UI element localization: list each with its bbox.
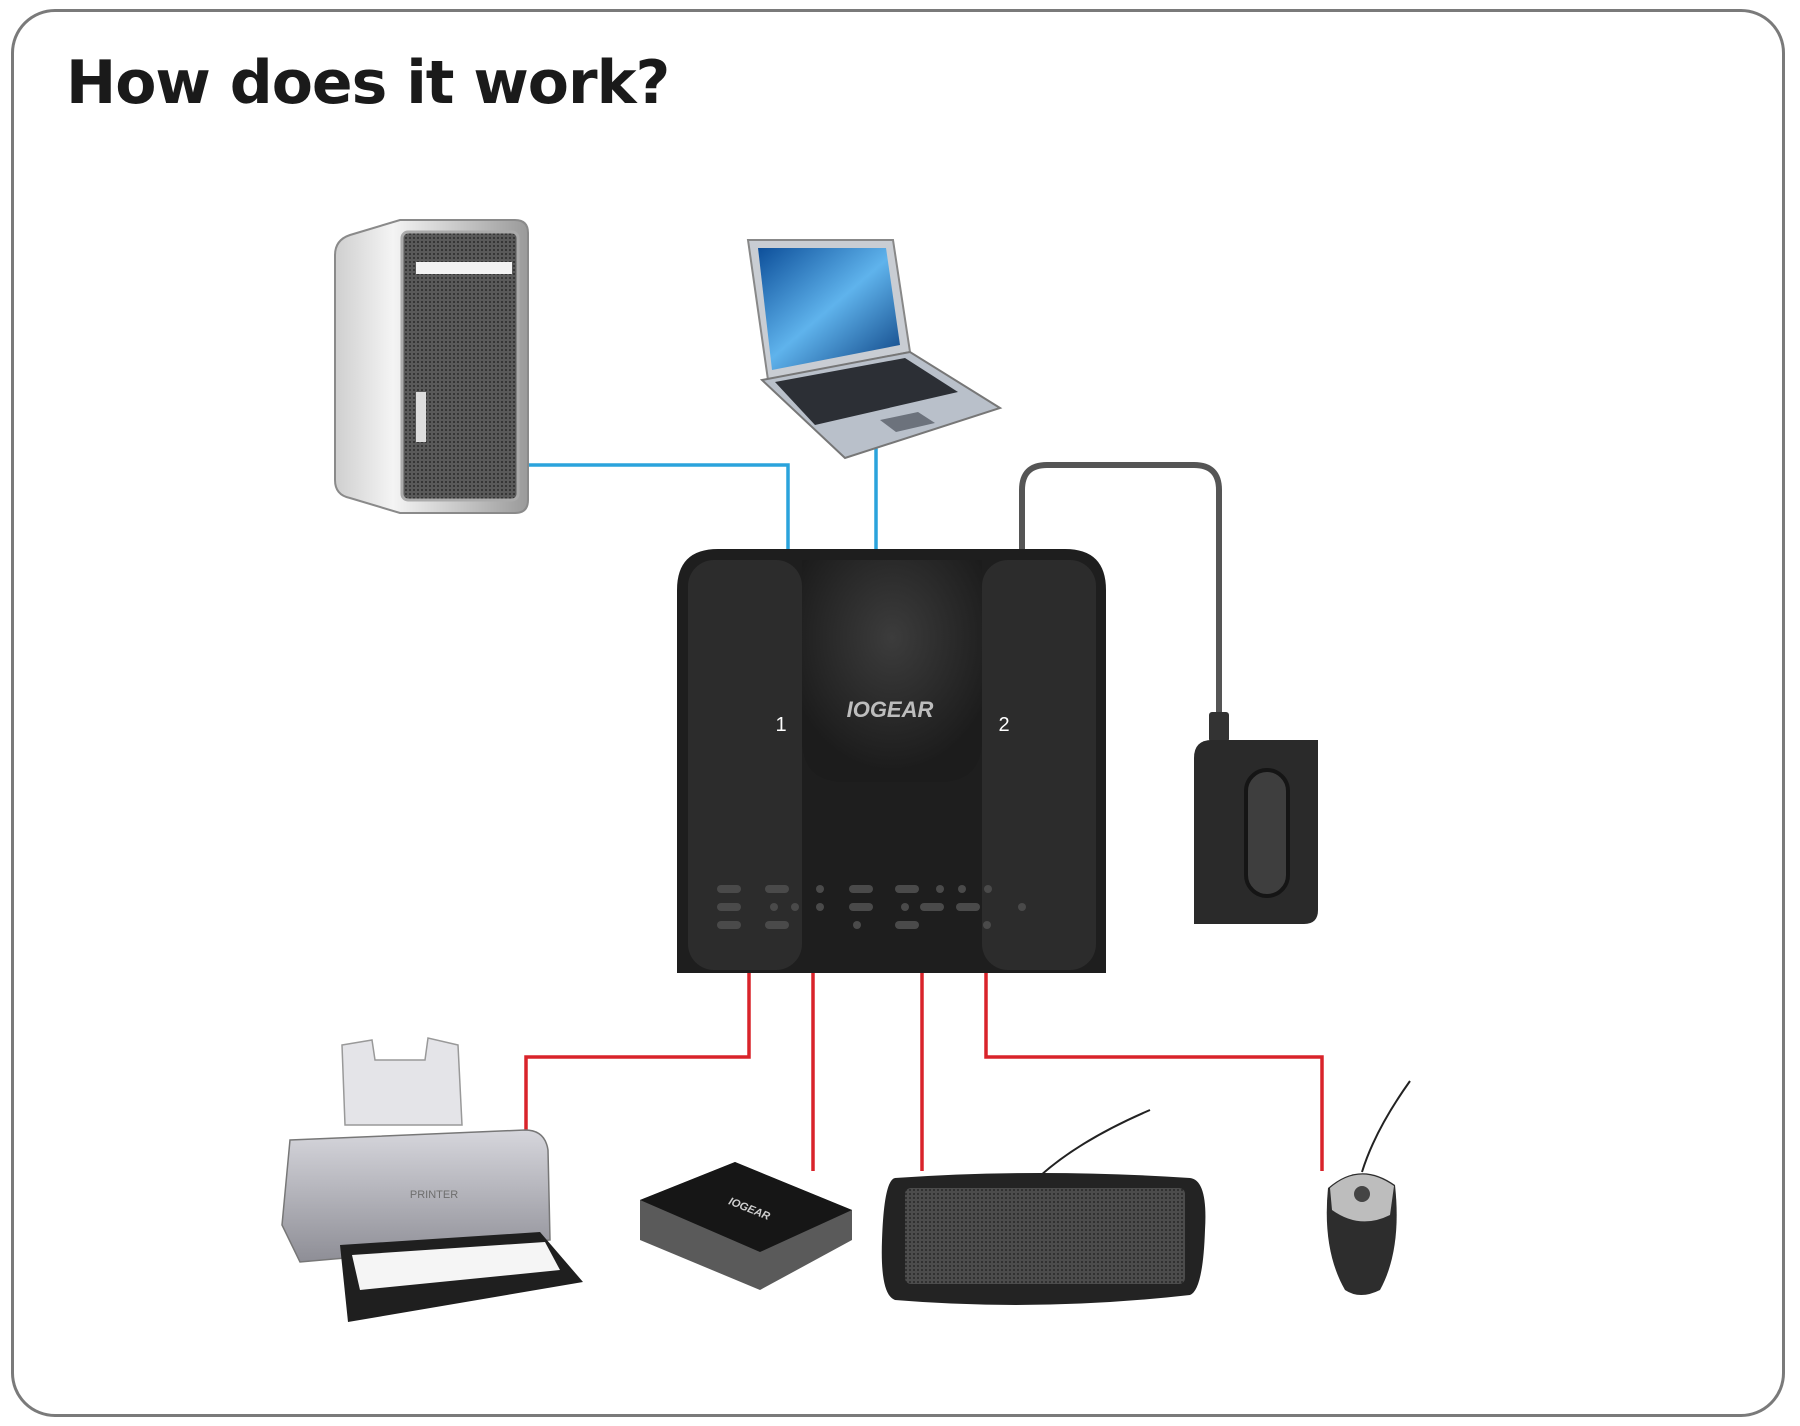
page-title: How does it work? (66, 48, 670, 118)
peripheral-links (524, 973, 1324, 1171)
card-reader-icon: IOGEAR (640, 1162, 852, 1290)
laptop-computer-icon (746, 239, 1003, 460)
computer-links (526, 448, 878, 549)
printer-label: PRINTER (410, 1189, 458, 1201)
hub-vent-pattern (717, 885, 1026, 929)
desktop-to-hub-line (526, 463, 790, 549)
keyboard-icon (881, 1109, 1206, 1305)
hub-port-1-label: 1 (775, 714, 786, 736)
desktop-computer-icon (334, 219, 529, 514)
hub-port-2-label: 2 (998, 714, 1009, 736)
hub-to-printer-line (524, 973, 751, 1142)
hub-to-mouse-line (984, 973, 1324, 1171)
diagram-frame (11, 9, 1785, 1417)
mouse-icon (1326, 1080, 1411, 1295)
remote-cable (1019, 462, 1222, 717)
remote-switch-button[interactable] (1194, 740, 1318, 924)
printer-icon: PRINTER (281, 1037, 583, 1322)
remote-cable-plug (1209, 712, 1229, 742)
hub-brand-logo: IOGEAR (847, 697, 934, 722)
kvm-hub-device: IOGEAR 1 2 (677, 549, 1106, 973)
